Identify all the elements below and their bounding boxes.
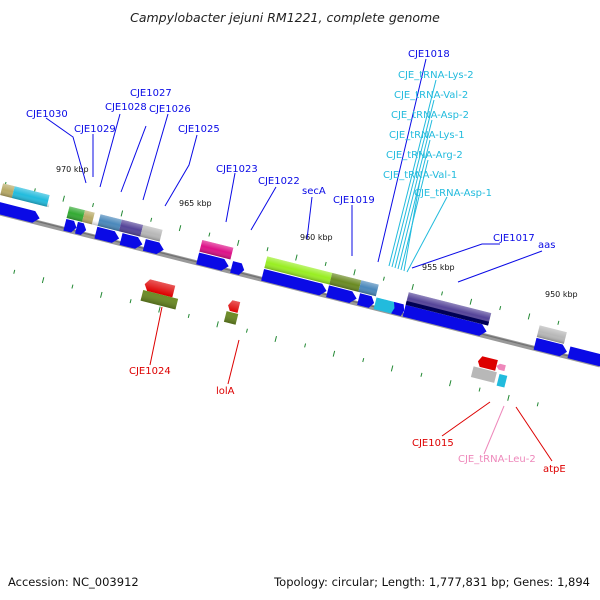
trna-callout-lines — [388, 79, 448, 273]
label-cje1030: CJE1030 — [26, 109, 68, 120]
label-cje1027: CJE1027 — [130, 88, 172, 99]
label-trna-leu-2: CJE_tRNA-Leu-2 — [458, 454, 536, 465]
map-title: Campylobacter jejuni RM1221, complete ge… — [130, 10, 440, 25]
label-cje1019: CJE1019 — [333, 195, 375, 206]
label-cje1022: CJE1022 — [258, 176, 300, 187]
label-cje1024: CJE1024 — [129, 366, 171, 377]
outer-tick-row — [4, 181, 560, 325]
trna-cluster — [373, 297, 395, 314]
feature-track — [0, 181, 600, 407]
tick-955: 955 kbp — [422, 263, 455, 272]
label-cje1025: CJE1025 — [178, 124, 220, 135]
label-cje1028: CJE1028 — [105, 102, 147, 113]
label-trna-lys-1: CJE_tRNA-Lys-1 — [389, 130, 465, 141]
gene-labels: CJE1030 CJE1029 CJE1028 CJE1027 CJE1026 … — [26, 49, 566, 475]
label-trna-val-2: CJE_tRNA-Val-2 — [394, 90, 468, 101]
inner-tick-row — [13, 269, 539, 407]
tick-965: 965 kbp — [179, 199, 212, 208]
accession-text: Accession: NC_003912 — [8, 575, 139, 589]
trna-leu2-callout-line — [483, 405, 505, 455]
tick-950: 950 kbp — [545, 290, 578, 299]
label-lola: lolA — [216, 386, 235, 397]
label-cje1023: CJE1023 — [216, 164, 258, 175]
forward-callout-lines — [45, 58, 543, 283]
reverse-gene-bars — [140, 278, 508, 388]
label-trna-arg-2: CJE_tRNA-Arg-2 — [386, 150, 463, 161]
forward-gene-arrows — [0, 201, 600, 369]
label-atpe: atpE — [543, 464, 566, 475]
kbp-scale: 970 kbp 965 kbp 960 kbp 955 kbp 950 kbp — [56, 165, 578, 299]
topology-text: Topology: circular; Length: 1,777,831 bp… — [274, 575, 590, 589]
label-trna-lys-2: CJE_tRNA-Lys-2 — [398, 70, 474, 81]
label-trna-asp-2: CJE_tRNA-Asp-2 — [391, 110, 469, 121]
label-cje1026: CJE1026 — [149, 104, 191, 115]
label-aas: aas — [538, 240, 555, 251]
reverse-callout-lines — [149, 306, 553, 462]
upper-gene-bars — [0, 183, 567, 344]
label-cje1029: CJE1029 — [74, 124, 116, 135]
label-trna-val-1: CJE_tRNA-Val-1 — [383, 170, 457, 181]
gene-aas-underbar — [405, 300, 490, 326]
label-cje1015: CJE1015 — [412, 438, 454, 449]
tick-970: 970 kbp — [56, 165, 89, 174]
label-seca: secA — [302, 186, 326, 197]
tick-960: 960 kbp — [300, 233, 333, 242]
label-cje1018: CJE1018 — [408, 49, 450, 60]
label-trna-asp-1: CJE_tRNA-Asp-1 — [414, 188, 492, 199]
label-cje1017: CJE1017 — [493, 233, 535, 244]
